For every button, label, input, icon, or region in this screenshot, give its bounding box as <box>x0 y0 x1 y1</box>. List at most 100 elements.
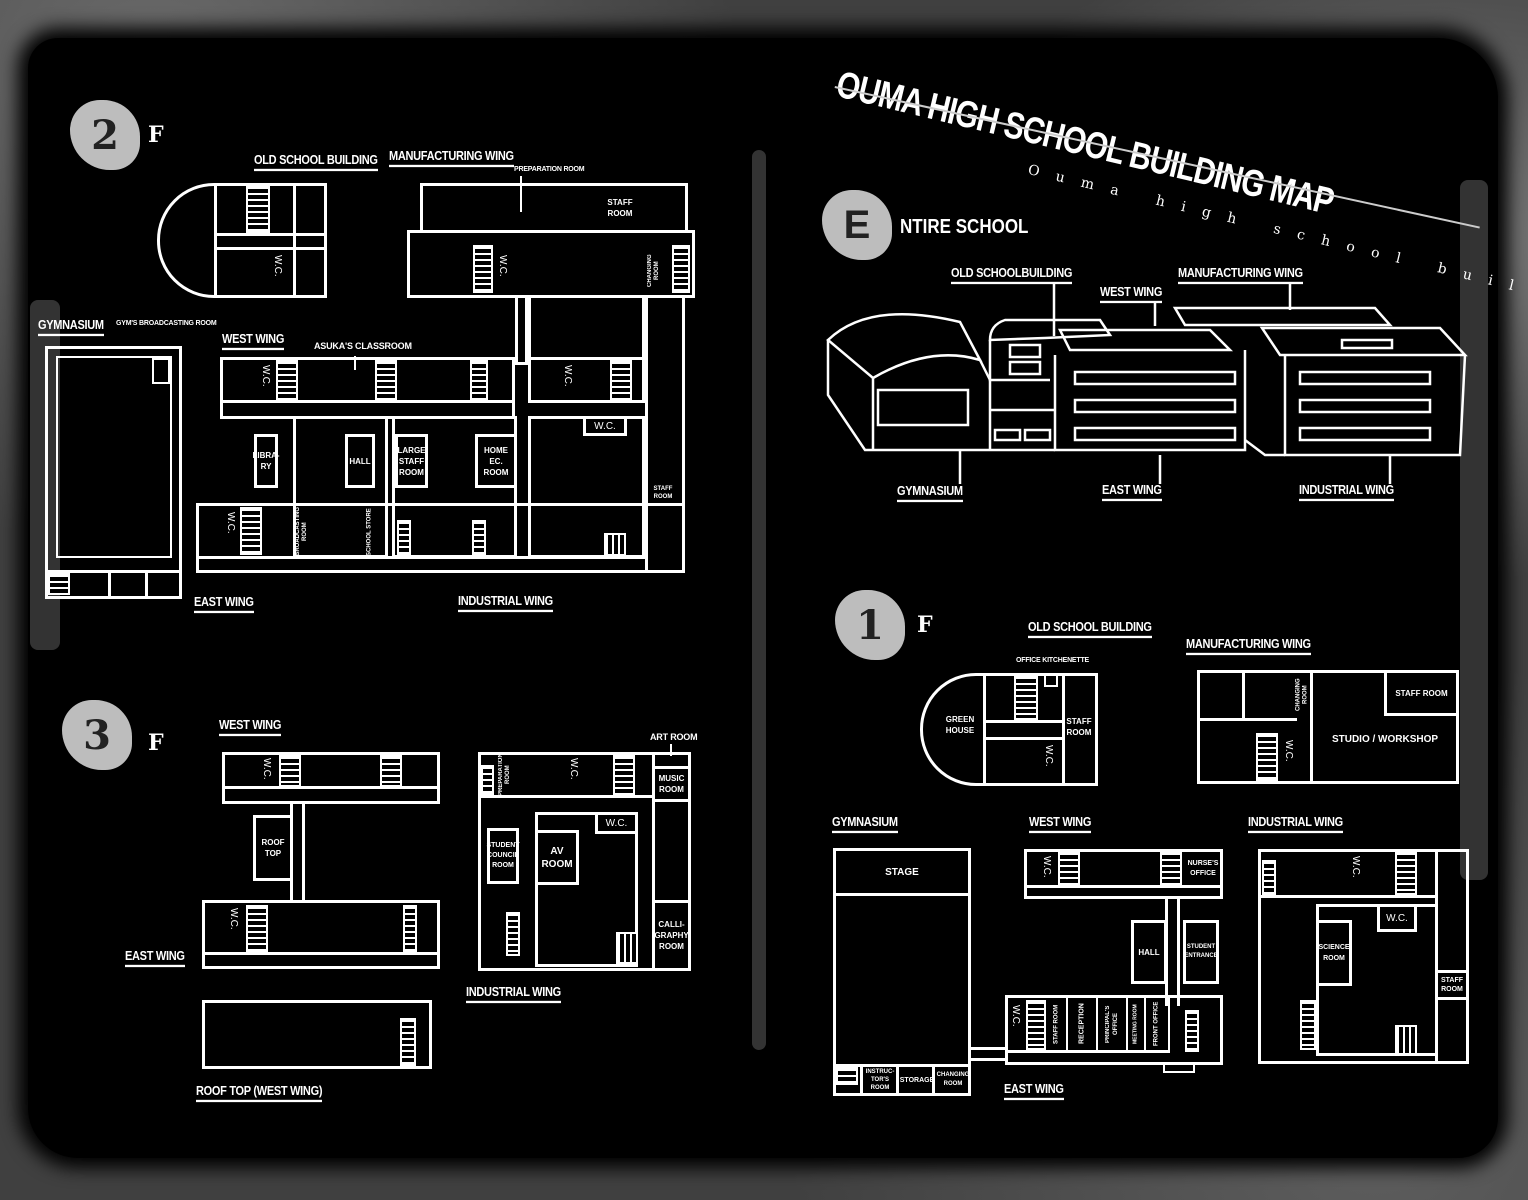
wall <box>983 737 1063 740</box>
wc-label: W.C. <box>225 512 236 534</box>
label-preparation-room: PREPARATION ROOM <box>514 166 585 173</box>
stairs <box>375 360 397 400</box>
stairs <box>380 755 402 787</box>
room-block <box>535 812 638 967</box>
stairs <box>246 185 270 233</box>
wall <box>1005 1050 1170 1053</box>
east-wing-outline <box>202 900 440 969</box>
room-student-council: STUDENT COUNCIL ROOM <box>486 828 520 884</box>
wc-label: W.C. <box>497 255 508 277</box>
wc-label: W.C. <box>1041 856 1052 878</box>
corridor <box>515 295 528 365</box>
label-west-wing: WEST WING <box>1029 816 1091 834</box>
stairs <box>1256 733 1278 781</box>
pointer <box>520 176 522 212</box>
floor-suffix: F <box>148 730 164 756</box>
room-av: AV ROOM <box>535 830 579 885</box>
room-changing-room: CHANGING ROOM <box>1295 678 1309 712</box>
label-west-wing: WEST WING <box>219 719 281 737</box>
label-gymnasium: GYMNASIUM <box>832 816 898 834</box>
section-badge: E <box>822 190 892 260</box>
wc-label: W.C. <box>260 365 271 387</box>
manufacturing-wing-3d <box>1172 306 1393 327</box>
roof-top-west-wing-outline <box>202 1000 432 1069</box>
label-industrial-wing: INDUSTRIAL WING <box>466 986 561 1004</box>
label-east-wing: EAST WING <box>125 950 185 968</box>
gymnasium-3d <box>826 312 992 452</box>
label-east-wing: EAST WING <box>1004 1083 1064 1101</box>
stairs <box>48 573 70 595</box>
wc-label: W.C. <box>1350 856 1361 878</box>
stairs <box>470 360 488 400</box>
floor-badge: 1 <box>835 590 905 660</box>
old-school-building-outline <box>920 673 1098 786</box>
grunge-streak <box>752 150 766 1050</box>
stairs <box>836 1067 858 1085</box>
stairs <box>1395 851 1417 895</box>
room-changing-room: CHANGING ROOM <box>932 1067 971 1093</box>
stairs <box>473 245 493 293</box>
stairs <box>279 755 301 787</box>
room-music: MUSIC ROOM <box>652 766 691 802</box>
room-staff-room: STAFF ROOM <box>607 198 633 218</box>
wc-label: W.C. <box>562 365 573 387</box>
floor-suffix: F <box>917 612 933 638</box>
stairs <box>1262 860 1276 895</box>
room-roof-top: ROOF TOP <box>253 815 293 881</box>
stairs <box>276 360 298 400</box>
wall <box>196 556 646 559</box>
wall <box>833 1064 971 1067</box>
room-student-entrance: STUDENT ENTRANCE <box>1183 920 1219 984</box>
gym-broadcasting-room <box>152 358 170 384</box>
wall <box>214 247 327 250</box>
label-industrial-wing: INDUSTRIAL WING <box>458 595 553 613</box>
wall <box>220 400 515 403</box>
old-school-building-outline <box>157 183 327 298</box>
stairs <box>1058 851 1080 885</box>
pointer <box>670 744 672 756</box>
wall <box>983 673 986 786</box>
label-industrial-wing: INDUSTRIAL WING <box>1248 816 1343 834</box>
room-greenhouse: GREEN HOUSE <box>945 715 975 735</box>
room-meeting-room: MEETING ROOM <box>1128 998 1146 1050</box>
label-roof-top-west-wing: ROOF TOP (WEST WING) <box>196 1085 323 1103</box>
wc-label: W.C. <box>1010 1005 1021 1027</box>
label-manufacturing-wing: MANUFACTURING WING <box>1178 267 1303 285</box>
room-reception: RECEPTION <box>1068 998 1098 1050</box>
room-wc: W.C. <box>1377 904 1417 932</box>
stairs <box>672 245 690 293</box>
floor-badge: 2 <box>70 100 140 170</box>
room-principals-office: PRINCIPAL'S OFFICE <box>1098 998 1128 1050</box>
industrial-wing-outline <box>478 752 691 971</box>
wc-label: W.C. <box>568 758 579 780</box>
stairs <box>472 520 486 556</box>
west-wing-outline <box>1024 849 1223 899</box>
east-wing-outline <box>1005 995 1223 1065</box>
wall <box>1258 895 1438 898</box>
stairs <box>1160 851 1182 885</box>
wc-label: W.C. <box>272 255 283 277</box>
wall <box>45 570 182 573</box>
corridor <box>1165 896 1180 1006</box>
room-hall: HALL <box>345 434 375 488</box>
label-asukas-classroom: ASUKA'S CLASSROOM <box>314 341 412 351</box>
wall <box>652 752 655 971</box>
room-instructors-room: INSTRUC- TOR'S ROOM <box>860 1067 897 1093</box>
wall <box>222 786 440 789</box>
stairs <box>1185 1010 1199 1052</box>
label-art-room: ART ROOM <box>650 732 698 742</box>
wall <box>983 720 1063 723</box>
stairs <box>604 533 626 556</box>
wall <box>1197 718 1297 721</box>
wall <box>293 183 296 298</box>
industrial-wing-3d <box>1244 326 1468 457</box>
room-block <box>528 357 645 403</box>
stairs <box>1300 1000 1316 1050</box>
label-west-wing: WEST WING <box>222 333 284 351</box>
room-science: SCIENCE ROOM <box>1316 920 1352 986</box>
stairs <box>240 507 262 555</box>
room-hall: HALL <box>1131 920 1167 984</box>
room-studio-workshop: STUDIO / WORKSHOP <box>1331 733 1439 745</box>
room-front-office: FRONT OFFICE <box>1146 998 1170 1050</box>
